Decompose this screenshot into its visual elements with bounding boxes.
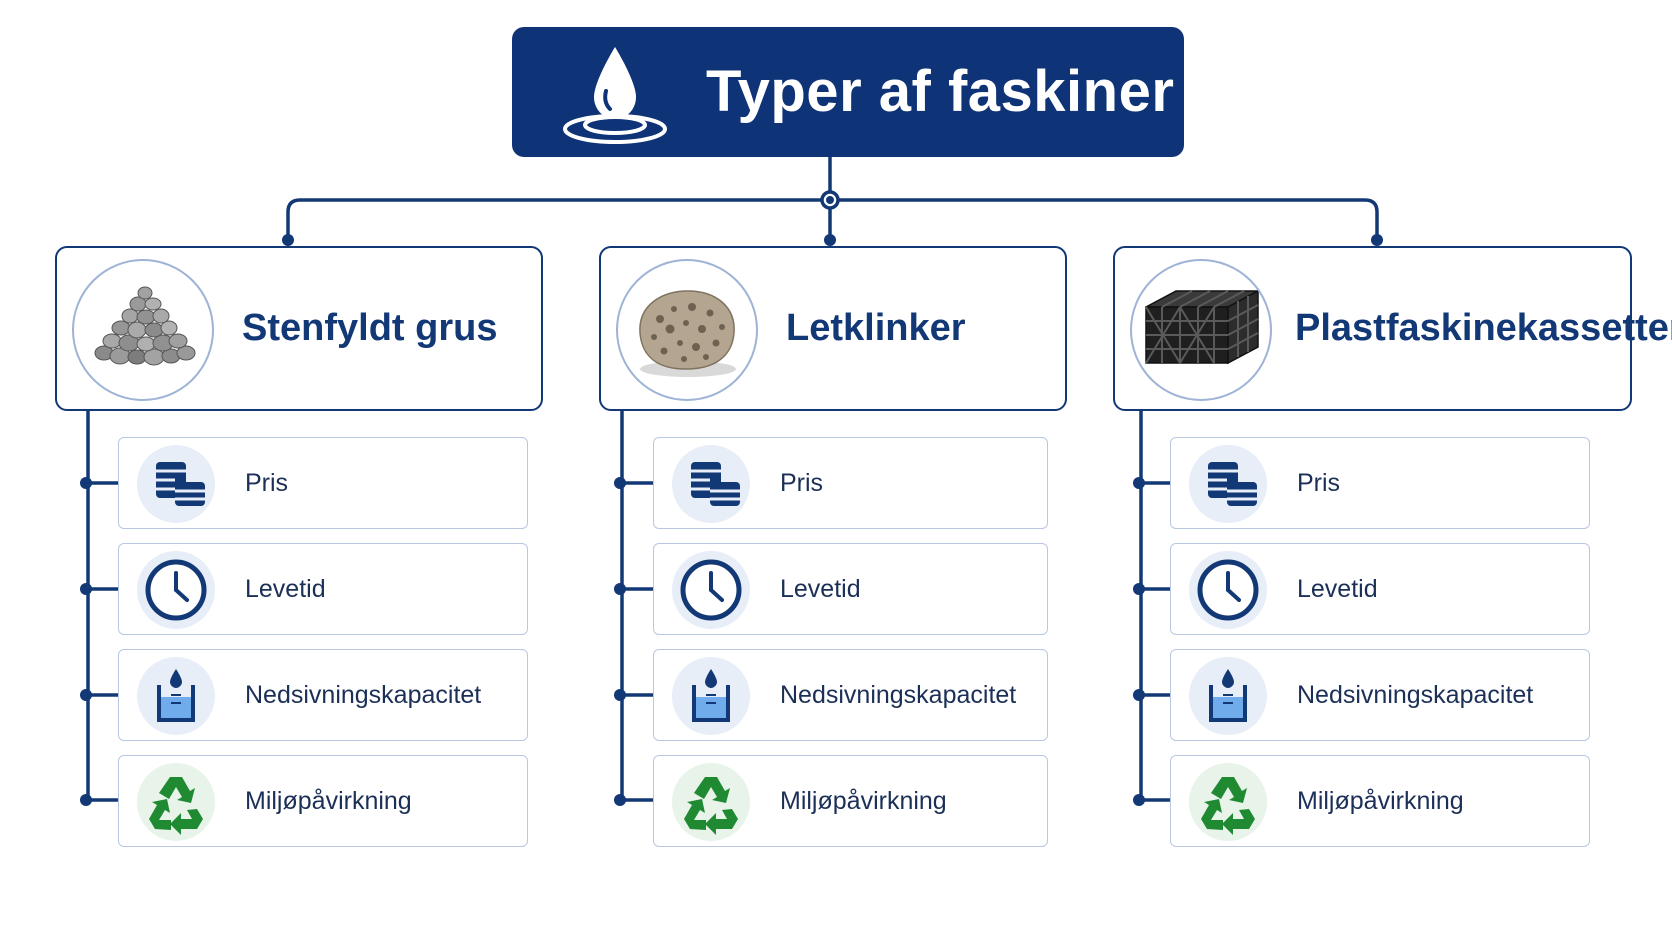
attribute-row-pris: Pris xyxy=(118,437,528,529)
recycle-icon xyxy=(672,763,750,841)
attribute-label: Nedsivningskapacitet xyxy=(1297,681,1534,709)
attribute-row-levetid: Levetid xyxy=(1170,543,1590,635)
category-card-stenfyldt-grus: Stenfyldt grus xyxy=(55,246,543,411)
attribute-label: Miljøpåvirkning xyxy=(245,787,412,815)
attribute-row-pris: Pris xyxy=(1170,437,1590,529)
clock-icon xyxy=(672,551,750,629)
recycle-icon xyxy=(137,763,215,841)
category-title: Stenfyldt grus xyxy=(242,307,498,349)
attribute-label: Pris xyxy=(1297,469,1341,497)
category-title: Plastfaskinekassetter xyxy=(1295,307,1672,349)
title-box: Typer af faskiner xyxy=(512,27,1184,157)
coins-icon xyxy=(672,445,750,523)
clock-icon xyxy=(137,551,215,629)
attribute-label: Levetid xyxy=(780,575,861,603)
clay-pebble-image xyxy=(616,259,758,401)
coins-icon xyxy=(1189,445,1267,523)
water-beaker-icon xyxy=(1189,657,1267,735)
attribute-row-levetid: Levetid xyxy=(118,543,528,635)
attribute-row-miljopavirkning: Miljøpåvirkning xyxy=(118,755,528,847)
plastic-crate-image xyxy=(1130,259,1272,401)
attribute-label: Nedsivningskapacitet xyxy=(245,681,482,709)
attribute-row-miljopavirkning: Miljøpåvirkning xyxy=(1170,755,1590,847)
attribute-row-miljopavirkning: Miljøpåvirkning xyxy=(653,755,1048,847)
attribute-label: Miljøpåvirkning xyxy=(1297,787,1464,815)
coins-icon xyxy=(137,445,215,523)
gravel-pile-image xyxy=(72,259,214,401)
attribute-label: Pris xyxy=(780,469,824,497)
water-drop-icon xyxy=(563,47,667,144)
attribute-label: Levetid xyxy=(1297,575,1378,603)
page-title: Typer af faskiner xyxy=(706,59,1175,124)
attribute-row-pris: Pris xyxy=(653,437,1048,529)
category-card-letklinker: Letklinker xyxy=(599,246,1067,411)
attribute-row-levetid: Levetid xyxy=(653,543,1048,635)
attribute-row-nedsivningskapacitet: Nedsivningskapacitet xyxy=(1170,649,1590,741)
category-title: Letklinker xyxy=(786,307,966,349)
category-card-plastfaskinekassetter: Plastfaskinekassetter xyxy=(1113,246,1672,411)
attribute-label: Pris xyxy=(245,469,289,497)
water-beaker-icon xyxy=(672,657,750,735)
attribute-row-nedsivningskapacitet: Nedsivningskapacitet xyxy=(653,649,1048,741)
recycle-icon xyxy=(1189,763,1267,841)
attribute-row-nedsivningskapacitet: Nedsivningskapacitet xyxy=(118,649,528,741)
attribute-label: Levetid xyxy=(245,575,326,603)
water-beaker-icon xyxy=(137,657,215,735)
attribute-label: Miljøpåvirkning xyxy=(780,787,947,815)
clock-icon xyxy=(1189,551,1267,629)
attribute-label: Nedsivningskapacitet xyxy=(780,681,1017,709)
